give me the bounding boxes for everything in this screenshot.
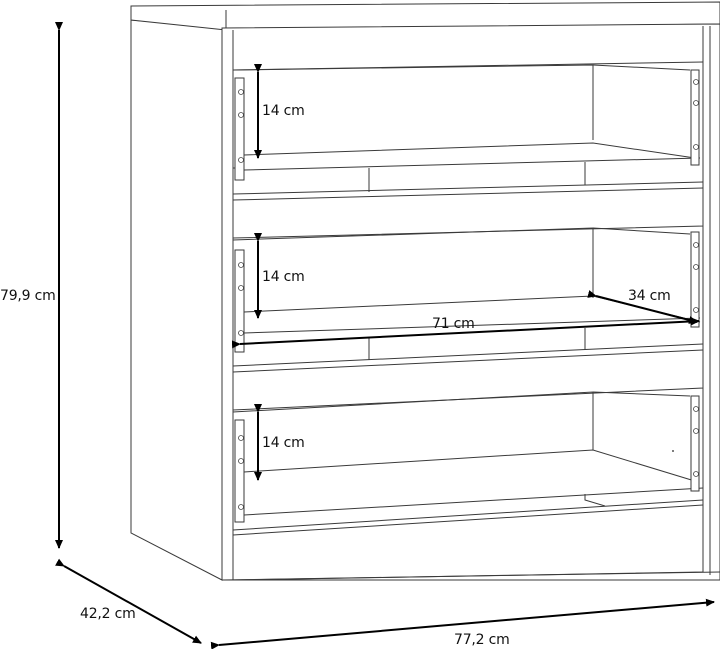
drawer-runner-left xyxy=(234,77,245,181)
height-label: 79,9 cm xyxy=(0,288,56,304)
drawer-width-label: 71 cm xyxy=(432,316,475,332)
side-panel xyxy=(130,19,223,581)
drawer-1-height-label: 14 cm xyxy=(262,103,305,119)
drawer-runner-right xyxy=(690,395,700,492)
width-label: 77,2 cm xyxy=(454,632,510,648)
drawer-depth-dimension-line xyxy=(587,290,698,324)
drawer-2-height-label: 14 cm xyxy=(262,269,305,285)
drawer-runner-left xyxy=(234,419,245,523)
drawer-depth-label: 34 cm xyxy=(628,288,671,304)
drawer-runner-right xyxy=(690,69,700,166)
drawer-3 xyxy=(232,391,704,536)
drawer-1 xyxy=(232,64,704,201)
width-dimension-line xyxy=(210,598,715,649)
drawer-width-dimension-line xyxy=(231,317,700,349)
depth-dimension-line xyxy=(55,558,202,644)
drawer-runner-left xyxy=(234,249,245,353)
depth-label: 42,2 cm xyxy=(80,606,136,622)
drawer-3-height-label: 14 cm xyxy=(262,435,305,451)
